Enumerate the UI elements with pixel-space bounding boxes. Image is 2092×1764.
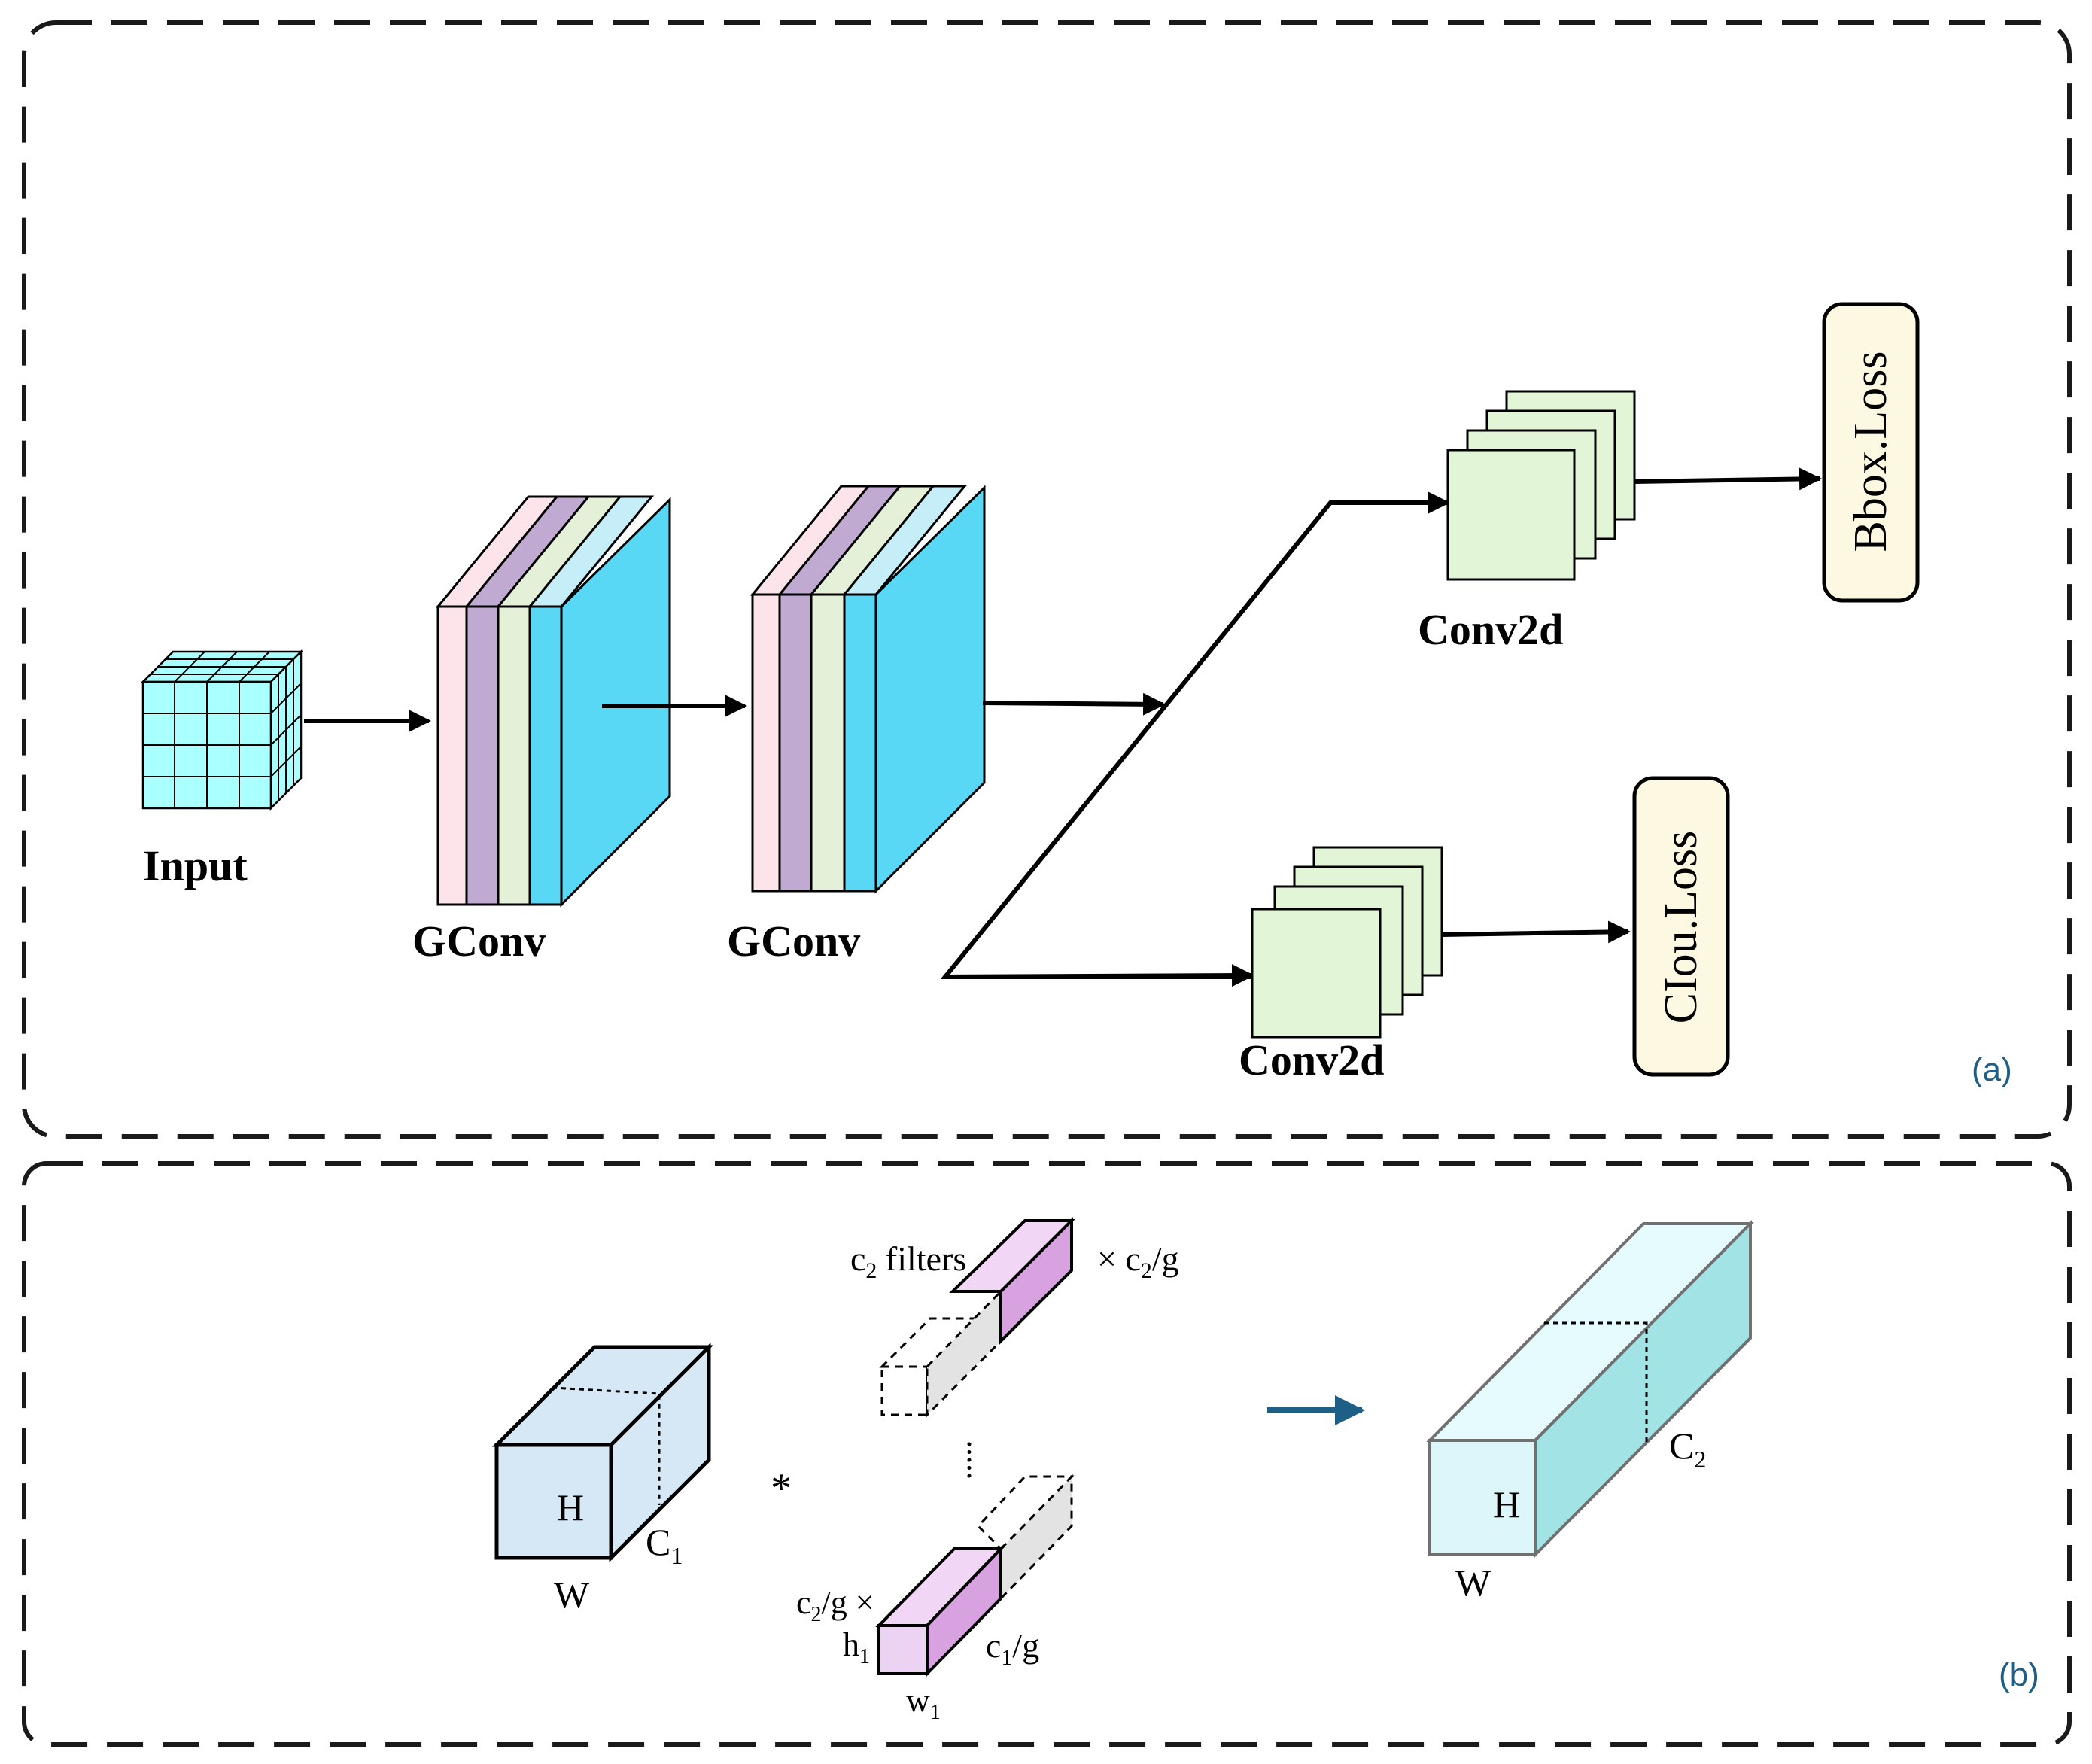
conv2d-top-stack <box>1446 390 1636 581</box>
ciou-loss-box <box>1632 776 1730 1077</box>
conv2d-bottom-stack <box>1251 846 1443 1039</box>
output-w-label: W <box>1455 1562 1491 1604</box>
gconv2-slab-pink <box>751 593 781 893</box>
filters-ellipsis: ..... <box>960 1440 995 1480</box>
gconv1-label: GConv <box>412 917 546 966</box>
output-c2-label: C2 <box>1669 1425 1706 1473</box>
convolution-operator: * <box>771 1465 792 1512</box>
gconv2-label: GConv <box>727 917 860 966</box>
gconv2-slab-cyan <box>843 593 877 893</box>
gconv-block-1 <box>435 495 671 908</box>
gconv1-slab-cyan <box>528 605 563 906</box>
bbox-loss-box <box>1822 302 1920 603</box>
input-w-label: W <box>554 1574 590 1616</box>
gconv1-slab-green <box>497 605 531 906</box>
panel-b-tag: (b) <box>1999 1656 2039 1693</box>
c1g-label: c1/g <box>986 1626 1039 1670</box>
filters-label: c2 filters <box>850 1239 966 1283</box>
gconv2-slab-green <box>810 593 846 893</box>
input-h-label: H <box>557 1486 584 1528</box>
filter-bottom <box>875 1474 1075 1677</box>
times-c2g-label: × c2/g <box>1097 1239 1179 1283</box>
panel-a: Input GConv GConv <box>22 20 2072 1139</box>
input-cube <box>140 649 304 811</box>
panel-b-frame <box>22 1161 2072 1747</box>
arrow-gconv2-out <box>982 692 1166 716</box>
h1-label: h1 <box>843 1626 870 1668</box>
c2g-times-label: c2/g × <box>796 1584 874 1626</box>
w1-label: w1 <box>906 1682 941 1724</box>
arrow-to-ciou-loss <box>1441 920 1631 944</box>
conv2d-top-label: Conv2d <box>1418 605 1563 654</box>
input-label: Input <box>143 841 248 890</box>
input-c1-label: C1 <box>646 1521 683 1569</box>
input-tensor-box <box>491 1342 714 1563</box>
gconv-block-2 <box>750 485 986 894</box>
panel-a-frame <box>22 20 2072 1139</box>
panel-b: H W C1 * c2 filters × c2/g ..... c2/g × … <box>22 1161 2072 1747</box>
panel-a-tag: (a) <box>1972 1051 2012 1088</box>
gconv1-slab-pink <box>436 605 468 906</box>
ciou-loss-label: CIou.Loss <box>1656 831 1707 1024</box>
gconv2-slab-purple <box>778 593 813 893</box>
output-tensor <box>1426 1220 1754 1559</box>
filter-top <box>879 1217 1075 1418</box>
bbox-loss-label: Bbox.Loss <box>1845 351 1896 552</box>
gconv1-slab-purple <box>465 605 500 906</box>
conv2d-bottom-label: Conv2d <box>1239 1036 1384 1084</box>
output-h-label: H <box>1493 1483 1520 1525</box>
arrow-to-conv2d-bottom <box>944 964 1254 987</box>
arrow-to-bbox-loss <box>1634 467 1822 491</box>
